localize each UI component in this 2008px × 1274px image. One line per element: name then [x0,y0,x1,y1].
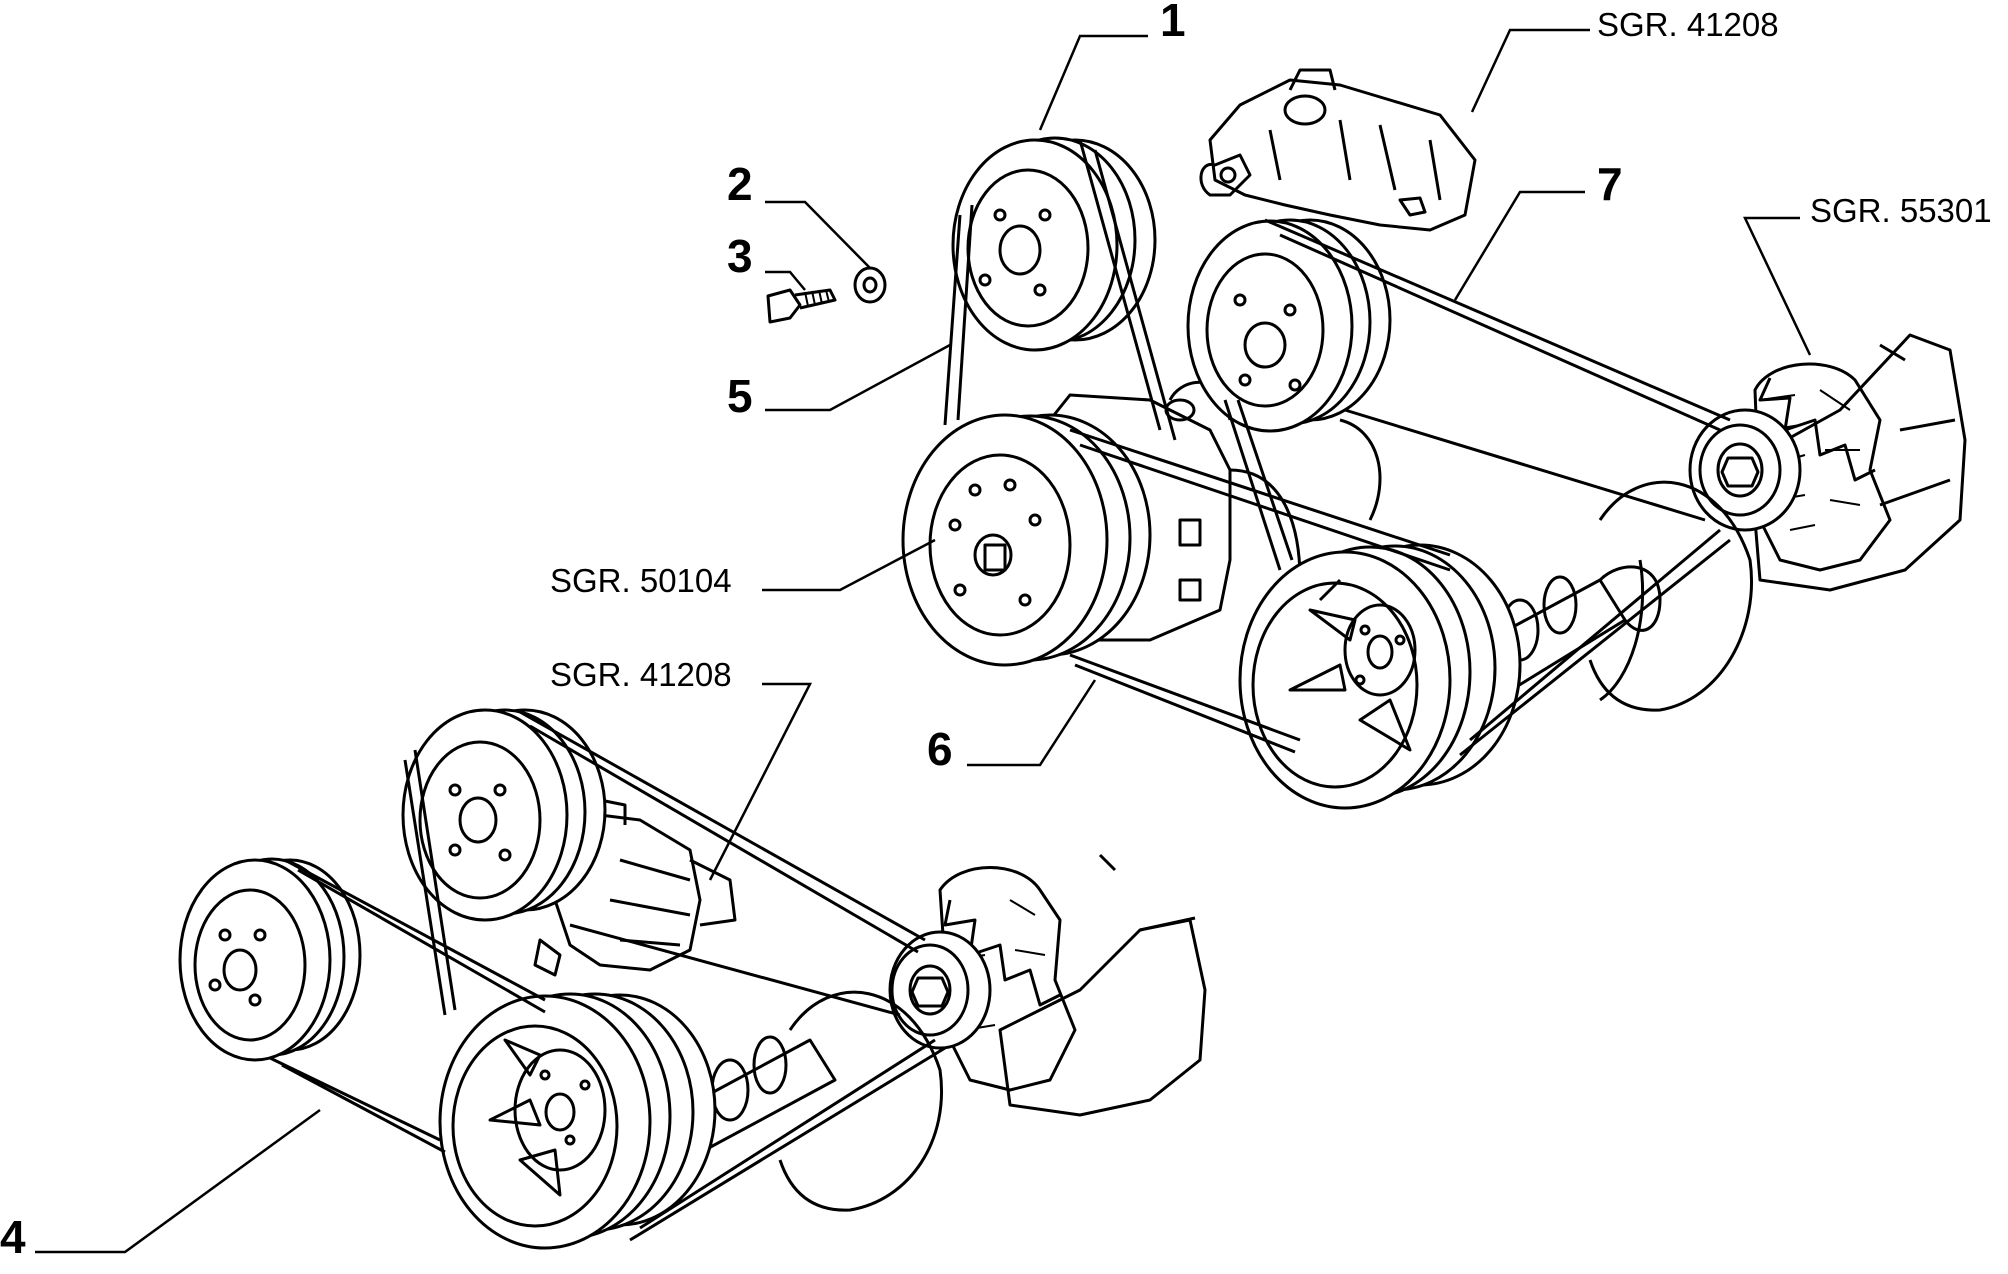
ref-pump-bottom: SGR. 41208 [550,656,732,693]
steering-pump-upper [1199,68,1477,232]
callout-1: 1 [1160,0,1186,46]
leader-2 [765,200,871,269]
callout-4: 4 [0,1211,26,1263]
crankshaft-pulley-upper [1238,543,1522,810]
water-pump-pulley-lower [178,857,362,1062]
alternator-lower [778,853,1207,1212]
steering-pump-pulley-lower [401,708,607,922]
leader-6 [967,679,1097,767]
callout-2: 2 [727,158,753,210]
alternator-upper [1588,333,1967,712]
belts-lower [269,710,946,1242]
leader-4 [35,1108,321,1254]
leader-5 [765,343,951,412]
ref-alternator-top: SGR. 55301 [1810,192,1992,229]
bolt-part-3 [766,288,837,324]
belts-upper [943,139,1731,757]
ref-pump-top: SGR. 41208 [1597,6,1779,43]
leader-ref-alternator-top [1743,216,1812,356]
crankshaft-pulley-lower [438,992,717,1250]
callout-7: 7 [1597,158,1623,210]
compressor-pulley [901,413,1152,667]
upper-assembly [766,68,1967,810]
lower-assembly [178,708,1207,1250]
ref-compressor: SGR. 50104 [550,562,732,599]
steering-pump-pulley-upper [1186,218,1392,521]
leader-ref-compressor [762,538,936,592]
leader-3 [765,270,806,291]
callout-6: 6 [927,723,953,775]
leader-ref-pump-top [1470,28,1590,113]
washer-part-2 [853,266,887,304]
callout-5: 5 [727,370,753,422]
idler-pulley-top [951,136,1157,352]
leader-1 [1038,34,1148,131]
leader-7 [1453,190,1585,301]
leader-ref-pump-bottom [708,682,813,881]
callout-3: 3 [727,230,753,282]
